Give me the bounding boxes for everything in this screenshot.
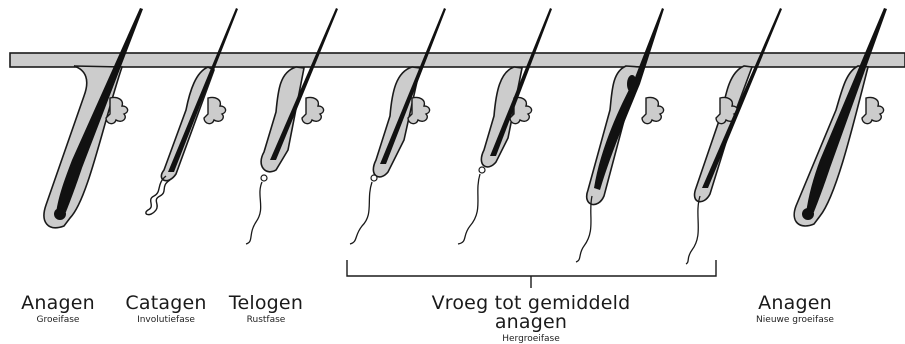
follicle-mid-anagen-1	[576, 8, 664, 262]
hair-cycle-diagram	[0, 0, 905, 328]
epidermis-band	[10, 53, 905, 67]
phase-title: Anagen	[8, 294, 108, 313]
follicle-early-anagen-2	[458, 8, 552, 244]
phase-label-catagen: Catagen Involutiefase	[116, 294, 216, 325]
phase-label-early-mid-anagen: Vroeg tot gemiddeld anagen Hergroeifase	[396, 294, 666, 344]
phase-subtitle: Involutiefase	[116, 316, 216, 325]
phase-subtitle: Groeifase	[8, 316, 108, 325]
phase-subtitle: Nieuwe groeifase	[745, 316, 845, 325]
follicle-telogen	[246, 8, 338, 244]
phase-subtitle: Hergroeifase	[396, 335, 666, 344]
follicle-mid-anagen-2	[686, 8, 782, 264]
phase-title: Vroeg tot gemiddeld anagen	[396, 294, 666, 332]
phase-label-anagen: Anagen Groeifase	[8, 294, 108, 325]
phase-label-telogen: Telogen Rustfase	[216, 294, 316, 325]
follicle-catagen	[146, 8, 238, 215]
phase-bracket	[347, 260, 716, 288]
phase-title: Catagen	[116, 294, 216, 313]
follicle-early-anagen-1	[350, 8, 446, 244]
follicle-anagen	[44, 8, 143, 228]
phase-subtitle: Rustfase	[216, 316, 316, 325]
follicle-new-anagen	[794, 8, 887, 226]
phase-label-new-anagen: Anagen Nieuwe groeifase	[745, 294, 845, 325]
phase-title: Anagen	[745, 294, 845, 313]
phase-title: Telogen	[216, 294, 316, 313]
